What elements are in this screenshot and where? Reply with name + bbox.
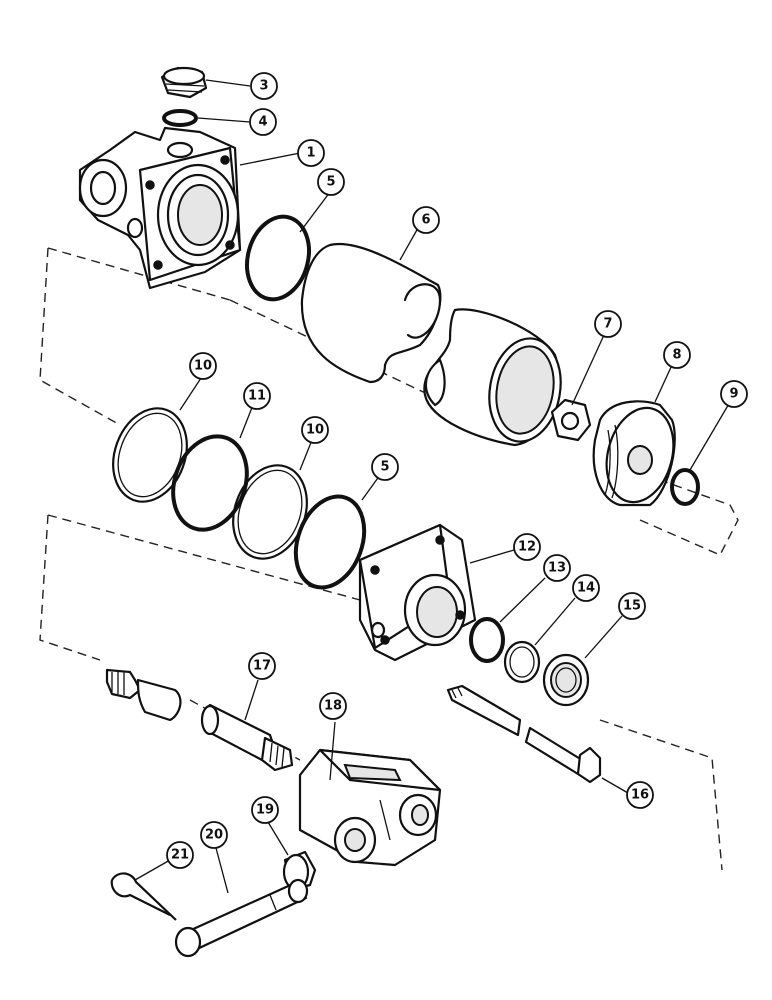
callout-5-lower: 5: [371, 453, 399, 481]
callout-12: 12: [513, 533, 541, 561]
callout-label-3: 3: [259, 79, 268, 94]
callout-label-6: 6: [421, 213, 430, 228]
callout-13: 13: [543, 554, 571, 582]
callout-label-21: 21: [171, 848, 189, 863]
callout-label-16: 16: [631, 788, 649, 803]
callout-label-5-lower: 5: [380, 460, 389, 475]
callout-label-8: 8: [672, 348, 681, 363]
callout-1: 1: [297, 139, 325, 167]
callout-17: 17: [248, 652, 276, 680]
callout-3: 3: [250, 72, 278, 100]
callout-16: 16: [626, 781, 654, 809]
cylinder-head-part-12: [358, 523, 477, 662]
cylinder-base-part-1: [78, 126, 242, 290]
callout-label-15: 15: [623, 599, 641, 614]
callout-18: 18: [319, 692, 347, 720]
callout-label-13: 13: [548, 561, 566, 576]
callout-4: 4: [249, 108, 277, 136]
callout-label-4: 4: [258, 115, 267, 130]
clevis-part-18: [298, 748, 442, 867]
plug-part-3: [160, 66, 208, 99]
callout-label-17: 17: [253, 659, 271, 674]
callout-8: 8: [663, 341, 691, 369]
leader-lines: [134, 79, 731, 894]
clevis-pin-part-20: [174, 878, 309, 958]
callout-label-7: 7: [603, 317, 612, 332]
cylinder-barrel-part-6: [300, 242, 562, 447]
hairpin-clip-part-21: [110, 872, 177, 921]
callout-label-11: 11: [248, 389, 266, 404]
nut-part-7: [550, 398, 592, 442]
callout-label-5-upper: 5: [326, 175, 335, 190]
callout-6: 6: [412, 206, 440, 234]
callout-label-9: 9: [729, 387, 738, 402]
callout-20: 20: [200, 821, 228, 849]
backup-ring-part-10-right-inner: [237, 469, 303, 555]
rod-part-17: [200, 703, 294, 772]
bushing-part-19: [282, 850, 317, 892]
o-ring-part-4: [162, 109, 198, 127]
callout-label-12: 12: [518, 540, 536, 555]
o-ring-part-13: [469, 617, 505, 663]
callout-21: 21: [166, 841, 194, 869]
backup-ring-part-14: [503, 640, 541, 684]
callout-19: 19: [251, 796, 279, 824]
callout-15: 15: [618, 592, 646, 620]
o-ring-part-5-upper: [245, 214, 311, 302]
backup-ring-part-10-left: [112, 407, 188, 503]
callout-10-right: 10: [301, 416, 329, 444]
callout-9: 9: [720, 380, 748, 408]
callout-label-1: 1: [306, 146, 315, 161]
callout-label-19: 19: [256, 803, 274, 818]
callout-label-14: 14: [577, 581, 595, 596]
callout-label-10-left: 10: [194, 359, 212, 374]
rod-end-stub-left: [105, 668, 182, 722]
ring-part-9: [670, 468, 700, 506]
piston-part-8: [592, 400, 676, 507]
o-ring-part-5-lower: [293, 494, 367, 590]
piston-rod-part-16: [446, 684, 602, 784]
callout-label-20: 20: [205, 828, 223, 843]
callout-14: 14: [572, 574, 600, 602]
callout-10-left: 10: [189, 352, 217, 380]
callout-label-18: 18: [324, 699, 342, 714]
callout-label-10-right: 10: [306, 423, 324, 438]
callout-7: 7: [594, 310, 622, 338]
wiper-seal-part-15: [542, 653, 590, 707]
seal-ring-part-11: [171, 434, 249, 532]
callout-11: 11: [243, 382, 271, 410]
callout-5-upper: 5: [317, 168, 345, 196]
assembly-boundary-lower: [39, 514, 723, 871]
